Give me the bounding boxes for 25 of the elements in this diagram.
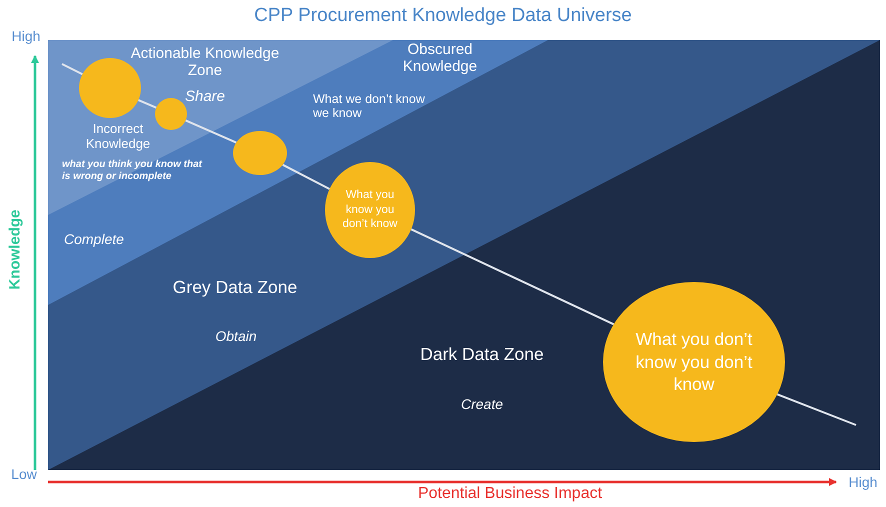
circle-text: What you know you don’t know bbox=[342, 188, 398, 232]
axis-title: Potential Business Impact bbox=[416, 485, 604, 504]
circle-text: What you don’t know you don’t know bbox=[634, 328, 754, 396]
connector-line bbox=[410, 228, 614, 326]
axis-label: High bbox=[10, 28, 42, 44]
connector-line bbox=[282, 164, 330, 190]
diagram-title: CPP Procurement Knowledge Data Universe bbox=[253, 5, 633, 27]
zone-action: Create bbox=[460, 396, 504, 412]
connector-line bbox=[62, 63, 83, 76]
zone-action: Obtain bbox=[214, 328, 258, 344]
axis-label: Low bbox=[10, 466, 38, 482]
zone-label: Dark Data Zone bbox=[420, 344, 544, 364]
zone-description: what you think you know that is wrong or incomplete bbox=[62, 159, 202, 182]
zone-label: Actionable Knowledge Zone bbox=[130, 45, 280, 80]
connector-line bbox=[185, 120, 237, 144]
axis-label: High bbox=[848, 474, 878, 490]
zone-action: Complete bbox=[64, 231, 125, 248]
connector-line bbox=[776, 393, 856, 426]
connector-line bbox=[138, 99, 157, 109]
zone-label: Incorrect Knowledge bbox=[84, 122, 152, 152]
zone-label: Grey Data Zone bbox=[172, 277, 298, 298]
zone-action: Share bbox=[184, 88, 226, 106]
zone-label: What we don’t know we know bbox=[313, 92, 426, 121]
axis-title: Knowledge bbox=[6, 208, 24, 292]
zone-label: Obscured Knowledge bbox=[402, 41, 478, 76]
